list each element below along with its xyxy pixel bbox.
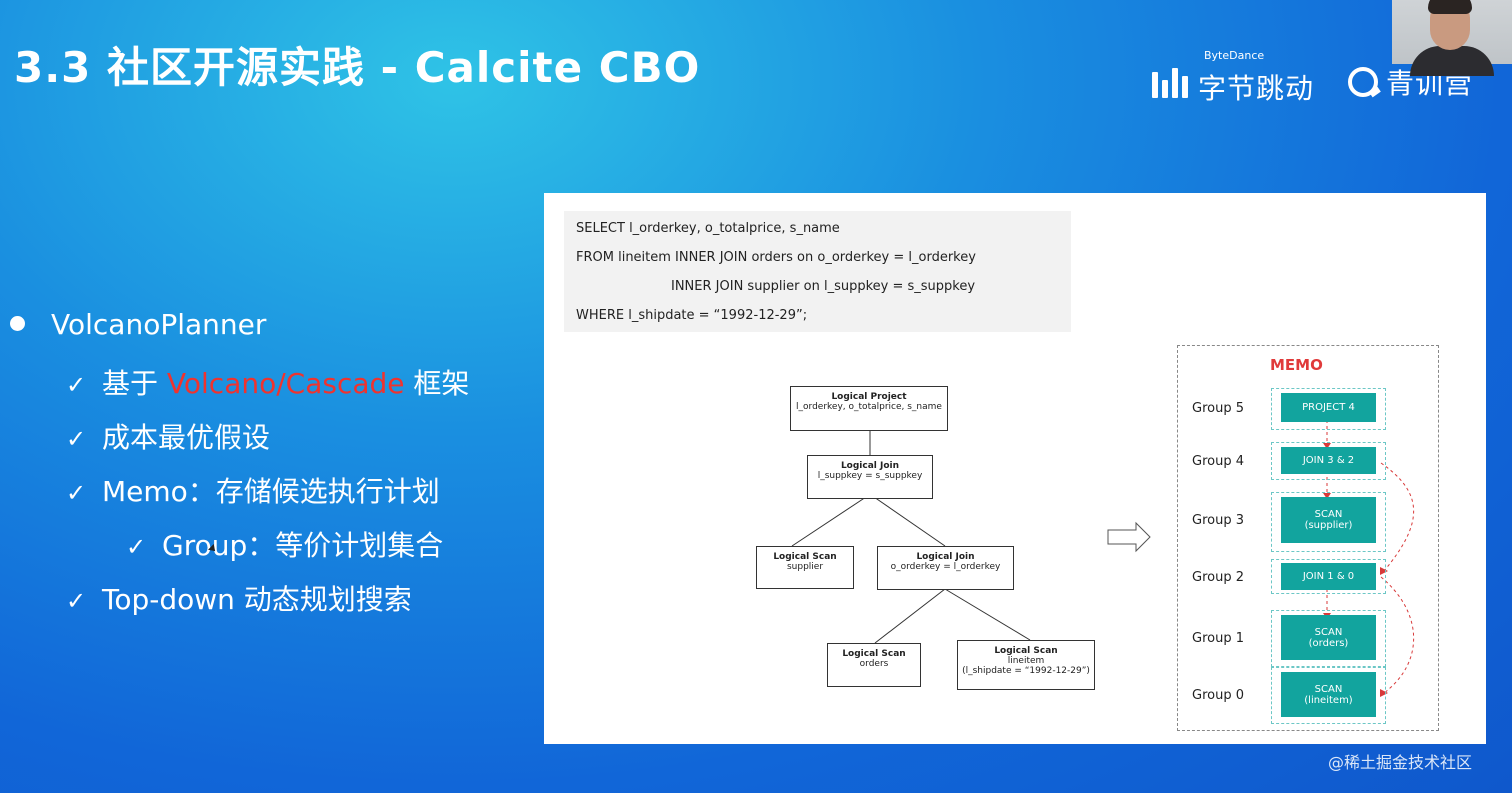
node-detail: l_suppkey = s_suppkey [808, 471, 932, 481]
bullet-main: VolcanoPlanner [10, 308, 266, 341]
memo-node: SCAN(orders) [1281, 615, 1376, 660]
group-label: Group 4 [1192, 454, 1244, 469]
memo-node: SCAN(lineitem) [1281, 672, 1376, 717]
node-title: Logical Scan [828, 649, 920, 659]
check-icon: ✓ [66, 587, 102, 615]
bullet-main-text: VolcanoPlanner [51, 308, 266, 341]
check-icon: ✓ [66, 425, 102, 453]
node-title: Logical Scan [757, 552, 853, 562]
memo-title: MEMO [1270, 356, 1323, 374]
logical-scan-orders-node: Logical Scan orders [827, 643, 921, 687]
bullet-text: Top-down 动态规划搜索 [102, 583, 412, 616]
bytedance-bars-icon [1152, 64, 1188, 98]
logical-project-node: Logical Project l_orderkey, o_totalprice… [790, 386, 948, 431]
brand-en: ByteDance [1204, 49, 1264, 62]
bullet-subitem: ✓Group：等价计划集合 [126, 524, 443, 564]
group-label: Group 3 [1192, 513, 1244, 528]
brand-cn: 字节跳动 [1198, 67, 1314, 107]
check-icon: ✓ [126, 533, 162, 561]
check-icon: ✓ [66, 479, 102, 507]
bullet-text: 框架 [405, 367, 470, 400]
group-label: Group 1 [1192, 631, 1244, 646]
group-label: Group 5 [1192, 401, 1244, 416]
check-icon: ✓ [66, 371, 102, 399]
group-label: Group 0 [1192, 688, 1244, 703]
memo-box: MEMO Group 5 PROJECT 4 Group 4 JOIN 3 & … [1177, 345, 1439, 731]
diagram-panel: SELECT l_orderkey, o_totalprice, s_name … [544, 193, 1486, 744]
memo-node: PROJECT 4 [1281, 393, 1376, 422]
memo-node: JOIN 3 & 2 [1281, 447, 1376, 474]
memo-node: SCAN(supplier) [1281, 497, 1376, 543]
node-title: Logical Project [791, 392, 947, 402]
memo-node: JOIN 1 & 0 [1281, 563, 1376, 590]
logical-scan-supplier-node: Logical Scan supplier [756, 546, 854, 589]
bullet-item: ✓Top-down 动态规划搜索 [66, 578, 412, 618]
node-title: Logical Join [878, 552, 1013, 562]
bullet-text: Memo：存储候选执行计划 [102, 475, 440, 508]
logical-scan-lineitem-node: Logical Scan lineitem (l_shipdate = “199… [957, 640, 1095, 690]
node-detail: o_orderkey = l_orderkey [878, 562, 1013, 572]
node-detail: orders [828, 659, 920, 669]
bullet-text: Group：等价计划集合 [162, 529, 443, 562]
node-detail: (l_shipdate = “1992-12-29”) [958, 666, 1094, 676]
logical-join-node: Logical Join l_suppkey = s_suppkey [807, 455, 933, 499]
node-detail: supplier [757, 562, 853, 572]
bullet-text: 基于 [102, 367, 167, 400]
node-title: Logical Scan [958, 646, 1094, 656]
watermark: @稀土掘金技术社区 [1328, 749, 1472, 773]
slide-title: 3.3 社区开源实践 - Calcite CBO [14, 34, 700, 95]
bullet-item: ✓基于 Volcano/Cascade 框架 [66, 362, 469, 402]
node-detail: l_orderkey, o_totalprice, s_name [791, 402, 947, 412]
transform-arrow-icon [1108, 523, 1150, 551]
node-detail: lineitem [958, 656, 1094, 666]
webcam-video [1392, 0, 1512, 64]
bullet-dot-icon [10, 316, 25, 331]
logical-join-node: Logical Join o_orderkey = l_orderkey [877, 546, 1014, 590]
bullet-highlight: Volcano/Cascade [167, 367, 405, 400]
bullet-item: ✓成本最优假设 [66, 416, 270, 456]
bullet-item: ✓Memo：存储候选执行计划 [66, 470, 440, 510]
qingxunying-icon [1348, 67, 1378, 97]
bullet-text: 成本最优假设 [102, 421, 270, 454]
group-label: Group 2 [1192, 570, 1244, 585]
node-title: Logical Join [808, 461, 932, 471]
bytedance-logo: ByteDance 字节跳动 [1152, 55, 1314, 107]
